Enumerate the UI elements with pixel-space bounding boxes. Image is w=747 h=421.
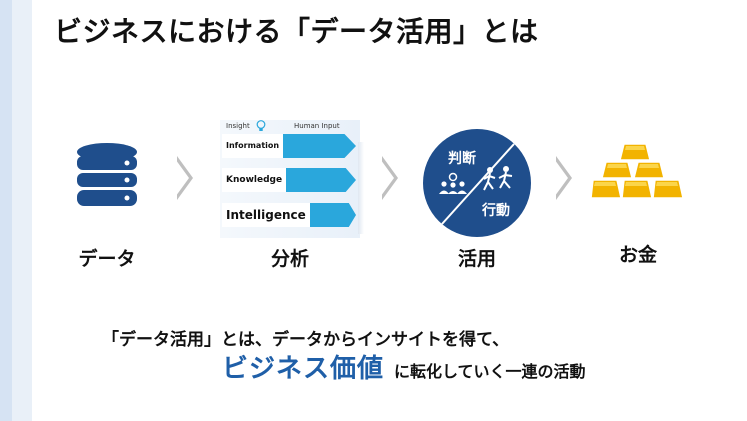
statement-line-2: ビジネス価値に転化していく一連の活動 (222, 348, 586, 385)
step-label-analysis: 分析 (270, 248, 309, 270)
analysis-row-knowledge: Knowledge (220, 168, 356, 192)
action-label: 行動 (482, 203, 510, 219)
analysis-row-label: Knowledge (222, 168, 287, 192)
business-value-highlight: ビジネス価値 (222, 354, 385, 384)
analysis-row-label: Intelligence (222, 203, 310, 227)
step-label-money: お金 (618, 244, 657, 266)
running-people-icon (483, 166, 513, 191)
judgment-label: 判断 (448, 151, 476, 167)
statement-line-1: 「データ活用」とは、データからインサイトを得て、 (102, 330, 510, 350)
lightbulb-icon (256, 120, 266, 131)
slide-title: ビジネスにおける「データ活用」とは (54, 15, 539, 48)
step-label-data: データ (78, 248, 136, 270)
chevron-arrow-icon (173, 156, 193, 200)
step-label-utilization: 活用 (457, 248, 496, 270)
judgment-action-circle: 判断 行動 (422, 128, 532, 238)
human-input-label: Human Input (294, 122, 340, 130)
people-meeting-icon (439, 172, 467, 194)
gold-bars-icon (591, 143, 684, 199)
left-accent-bar-inner (12, 0, 32, 421)
insight-label: Insight (226, 122, 250, 130)
analysis-row-information: Information (220, 134, 356, 158)
slide: ビジネスにおける「データ活用」とは データ Insight Human Inpu… (32, 0, 747, 421)
analysis-row-intelligence: Intelligence (220, 203, 356, 227)
analysis-row-label: Information (222, 134, 284, 158)
analysis-panel: Insight Human Input Information Knowledg… (220, 120, 364, 238)
database-icon (77, 143, 137, 206)
chevron-arrow-icon (552, 156, 572, 200)
left-accent-bar (0, 0, 12, 421)
statement-line-2-rest: に転化していく一連の活動 (394, 362, 586, 381)
chevron-arrow-icon (378, 156, 398, 200)
